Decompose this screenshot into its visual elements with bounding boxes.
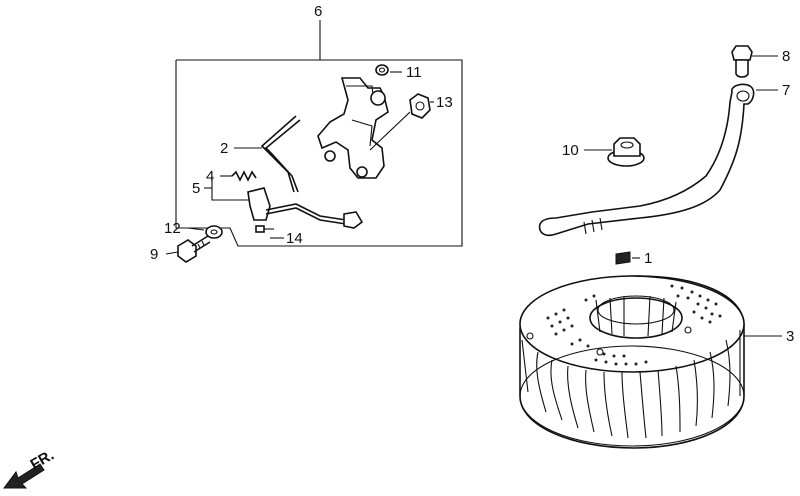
- leader-12: [187, 227, 205, 231]
- brake-arm: [538, 83, 755, 237]
- callout-14: 14: [286, 230, 303, 247]
- clip-13: [369, 93, 431, 151]
- callout-12: 12: [164, 220, 181, 237]
- callout-13: 13: [436, 94, 453, 111]
- front-direction-arrow-icon: [3, 463, 45, 489]
- governor-rod: [260, 115, 301, 193]
- governor-arm: [247, 187, 364, 229]
- screw-14: [255, 225, 274, 233]
- callout-11: 11: [406, 64, 422, 81]
- governor-bracket: [317, 77, 389, 179]
- flywheel: [519, 275, 745, 449]
- collar-8: [731, 45, 753, 78]
- callout-3: 3: [786, 328, 794, 345]
- vent-holes: [546, 284, 722, 366]
- cooling-fins: [521, 330, 741, 439]
- assembly-box-6: [175, 59, 463, 247]
- spring: [231, 170, 257, 182]
- callout-7: 7: [782, 82, 790, 99]
- bolt-9: [177, 235, 211, 263]
- callout-2: 2: [220, 140, 228, 157]
- leader-9: [165, 251, 179, 255]
- flange-nut-10: [607, 137, 645, 167]
- callout-8: 8: [782, 48, 790, 65]
- callout-1: 1: [644, 250, 652, 267]
- key-1: [615, 251, 631, 265]
- callout-5: 5: [192, 180, 200, 197]
- callout-4: 4: [206, 168, 214, 185]
- callout-9: 9: [150, 246, 158, 263]
- callout-10: 10: [562, 142, 579, 159]
- leader-5: [211, 176, 254, 201]
- nut-11: [375, 64, 389, 76]
- callout-6: 6: [314, 3, 322, 20]
- washer-12: [205, 225, 223, 239]
